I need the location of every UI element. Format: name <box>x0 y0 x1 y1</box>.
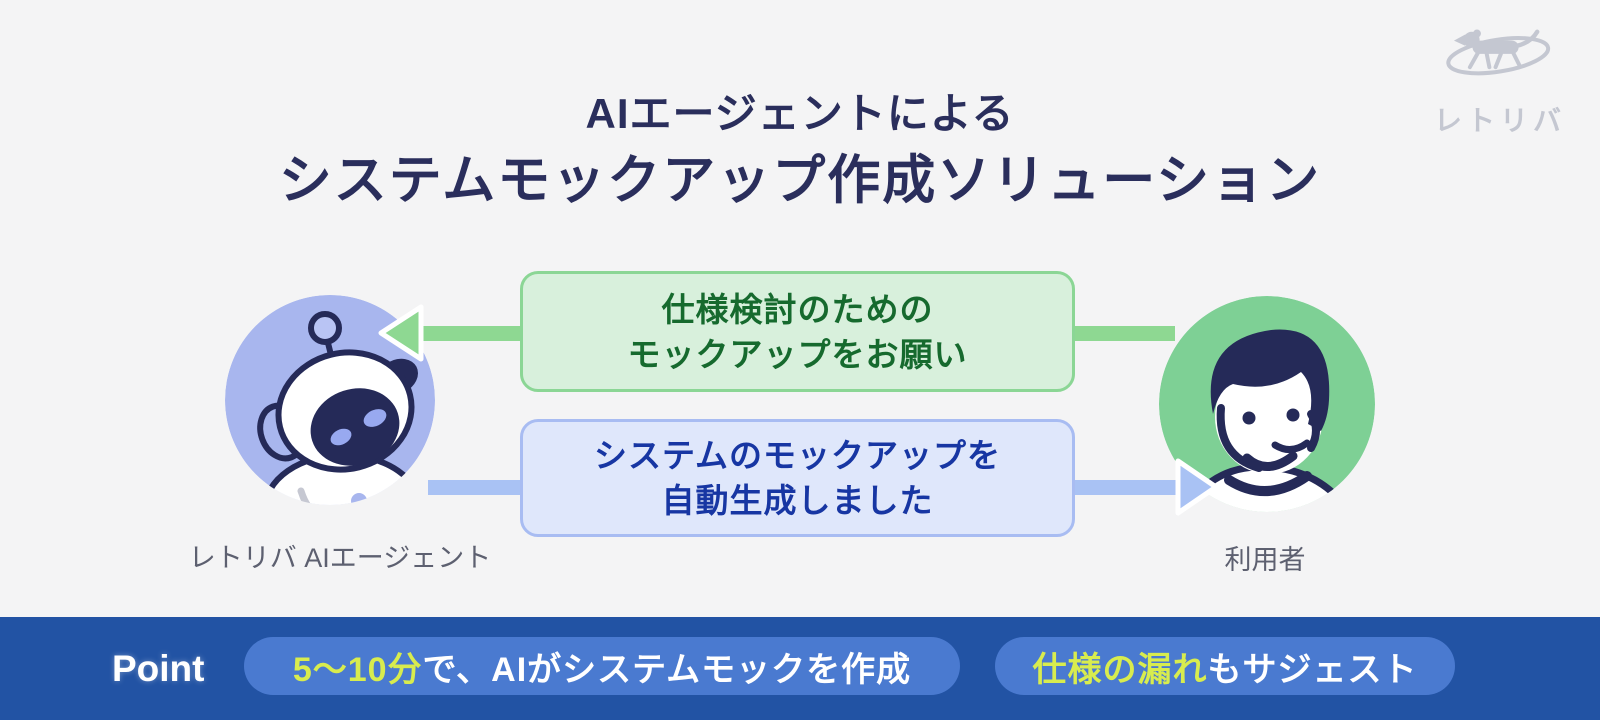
retriever-dog-icon <box>1446 29 1551 76</box>
title-line-2: システムモックアップ作成ソリューション <box>278 151 1322 210</box>
brand-name: レトリバ <box>1433 105 1566 136</box>
agent-label: レトリバ AIエージェント <box>188 543 492 573</box>
message-line: システムのモックアップを <box>593 437 1001 474</box>
brand-logo: レトリバ <box>1420 22 1580 139</box>
point-pill-suggest: 仕様の漏れもサジェスト <box>995 637 1455 695</box>
user-avatar <box>1159 296 1375 512</box>
message-generated-mockup: システムのモックアップを 自動生成しました <box>520 419 1075 537</box>
person-icon <box>1159 296 1375 512</box>
message-line: モックアップをお願い <box>627 335 968 373</box>
title-line-1: AIエージェントによる <box>585 90 1015 137</box>
point-pill-speed: 5〜10分で、AIがシステムモックを作成 <box>244 637 960 695</box>
pill-text: で、AIがシステムモックを作成 <box>422 650 912 689</box>
point-label: Point <box>112 647 205 689</box>
message-line: 自動生成しました <box>661 482 934 519</box>
message-line: 仕様検討のための <box>661 290 934 328</box>
message-request-mockup: 仕様検討のための モックアップをお願い <box>520 271 1075 392</box>
pill-text: もサジェスト <box>1207 650 1418 689</box>
ai-agent-avatar <box>225 295 435 505</box>
robot-icon <box>225 295 435 505</box>
highlight-text: 5〜10分 <box>292 650 423 689</box>
highlight-text: 仕様の漏れ <box>1032 650 1208 689</box>
user-label: 利用者 <box>1224 545 1306 575</box>
